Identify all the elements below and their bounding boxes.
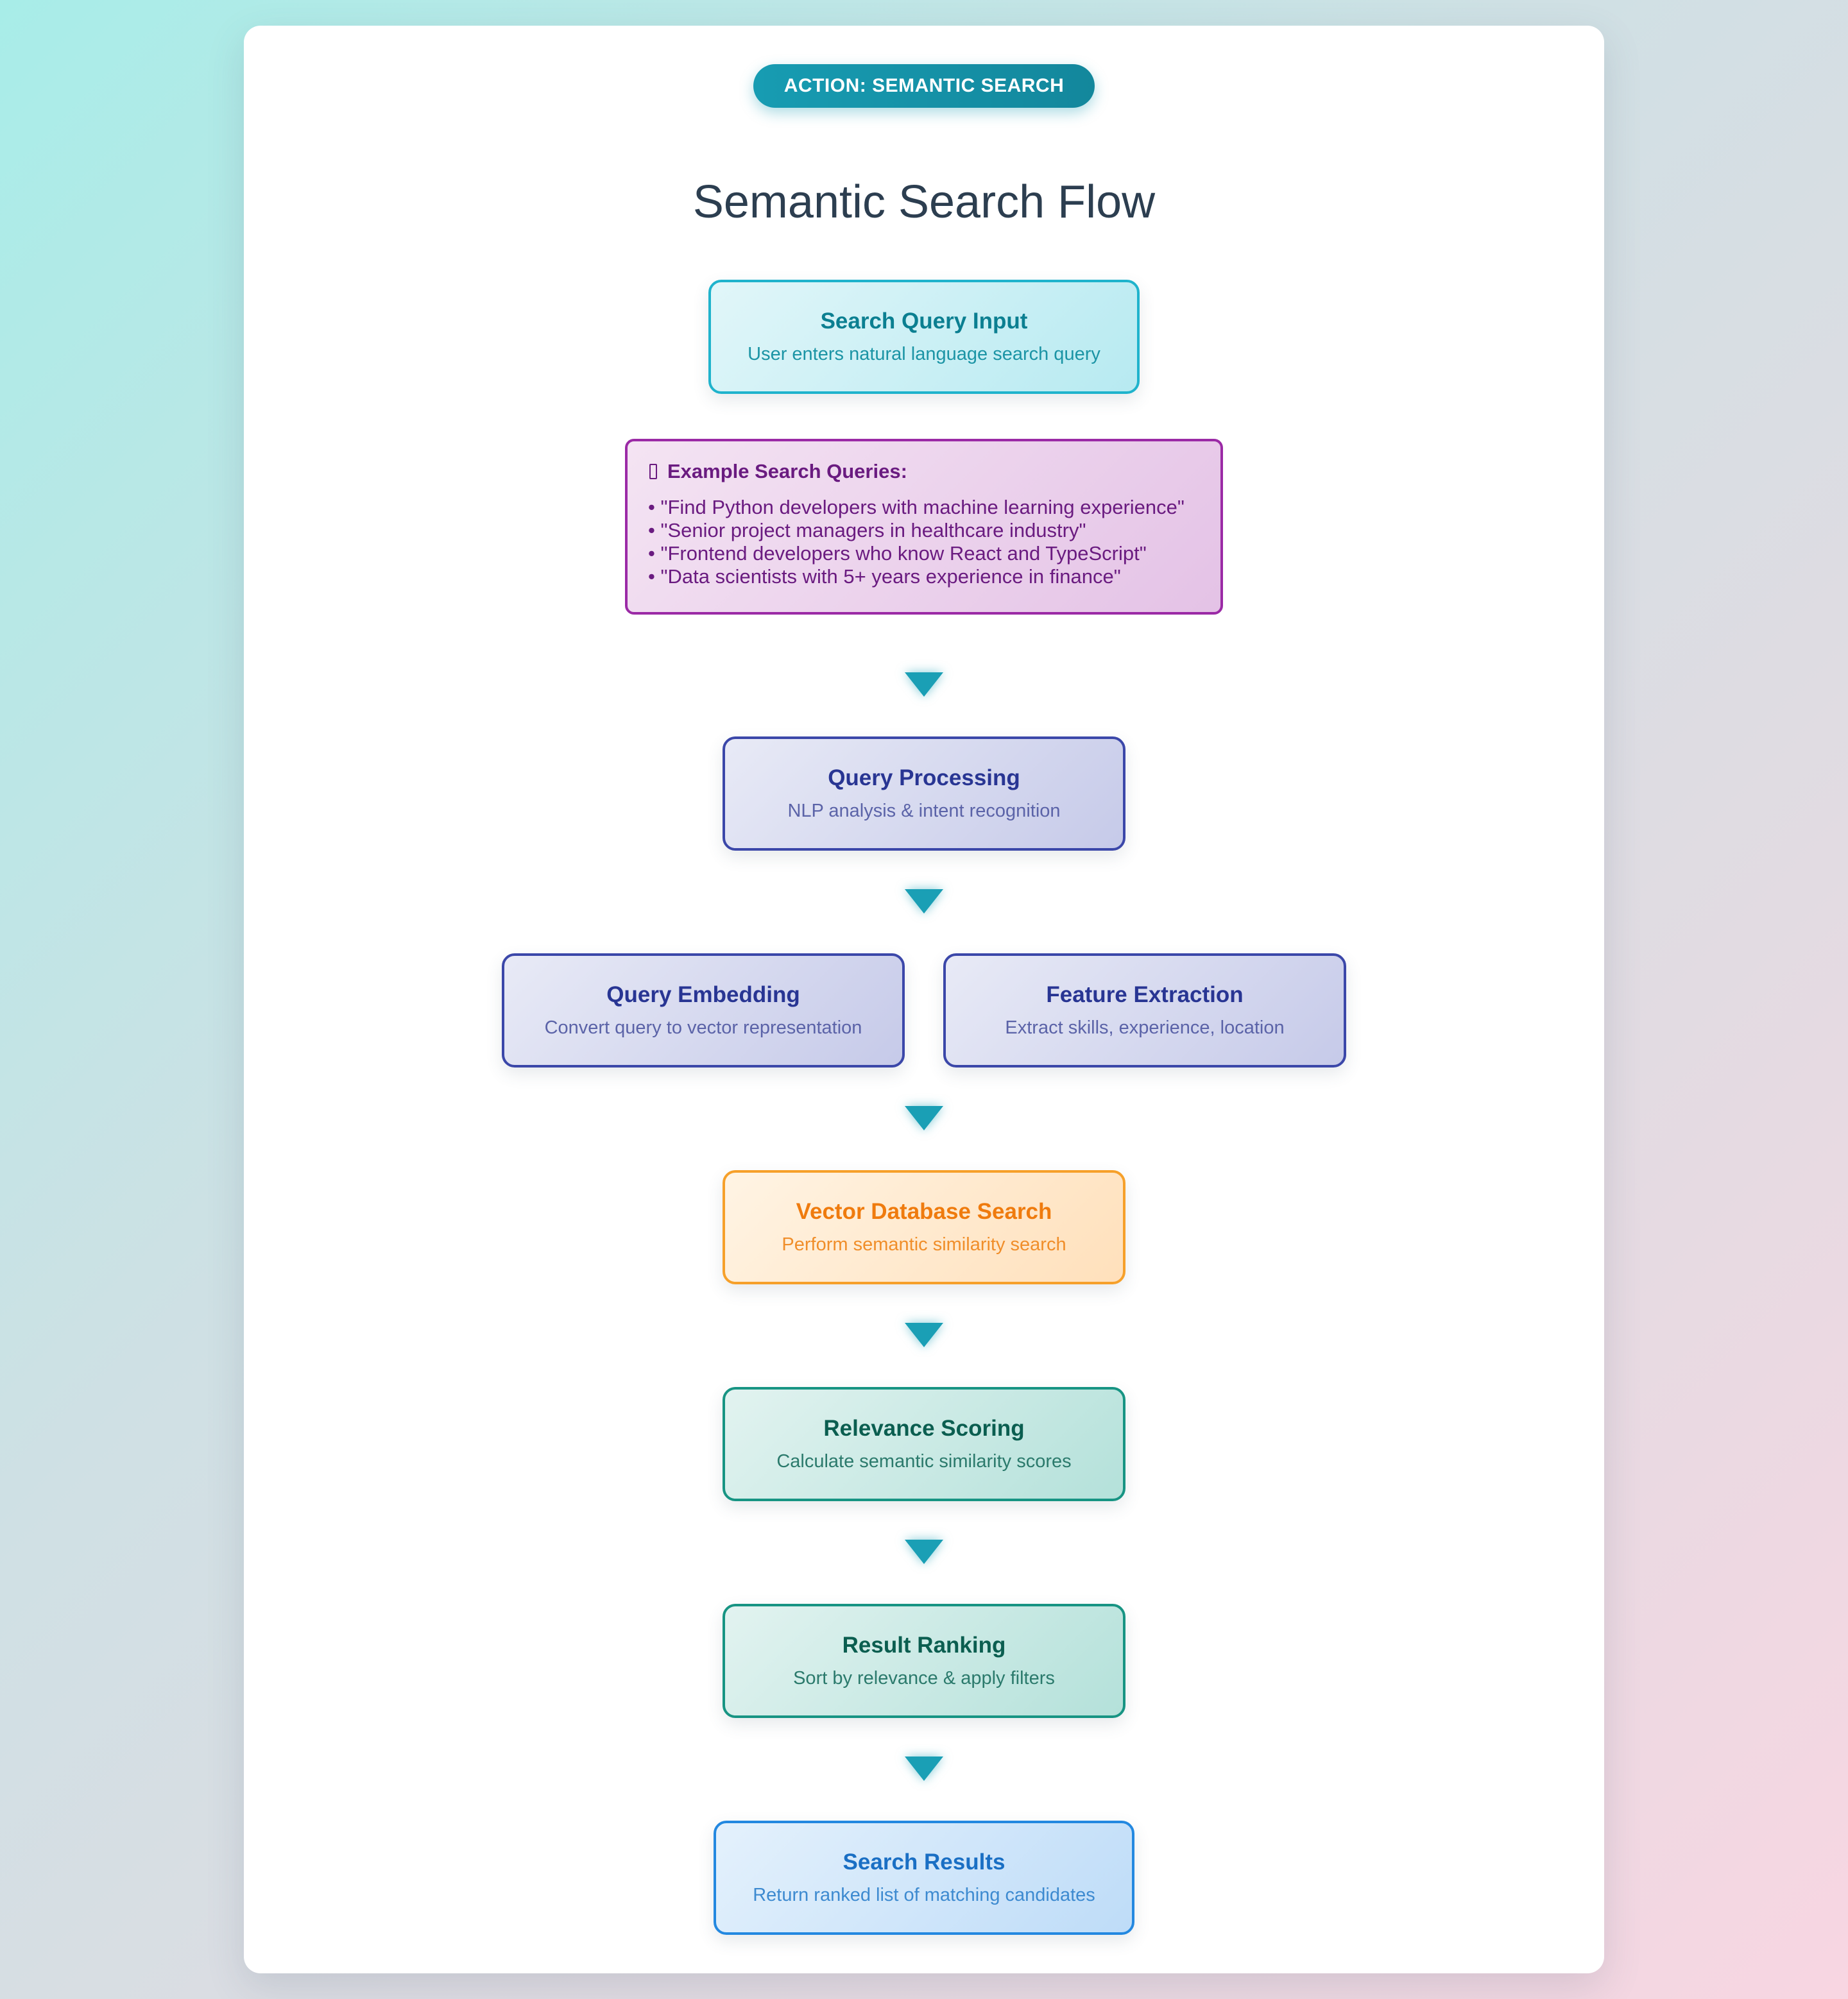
node-description: Sort by relevance & apply filters bbox=[793, 1668, 1055, 1689]
node-title: Result Ranking bbox=[842, 1633, 1006, 1658]
node-title: Feature Extraction bbox=[1046, 982, 1244, 1007]
result-ranking-node: Result Ranking Sort by relevance & apply… bbox=[723, 1604, 1125, 1718]
flow-arrow-icon bbox=[905, 1757, 943, 1781]
node-description: Calculate semantic similarity scores bbox=[776, 1451, 1072, 1472]
node-title: Query Embedding bbox=[606, 982, 800, 1007]
vector-database-search-node: Vector Database Search Perform semantic … bbox=[723, 1170, 1125, 1284]
relevance-scoring-node: Relevance Scoring Calculate semantic sim… bbox=[723, 1387, 1125, 1501]
node-title: Search Results bbox=[843, 1850, 1005, 1875]
action-badge: ACTION: SEMANTIC SEARCH bbox=[753, 64, 1095, 108]
list-item: "Senior project managers in healthcare i… bbox=[648, 519, 1201, 542]
node-description: Extract skills, experience, location bbox=[1005, 1017, 1285, 1038]
example-queries-box: Example Search Queries: "Find Python dev… bbox=[625, 439, 1223, 615]
node-title: Query Processing bbox=[828, 765, 1020, 790]
node-description: Return ranked list of matching candidate… bbox=[753, 1885, 1095, 1905]
flow-arrow-icon bbox=[905, 889, 943, 914]
list-item: "Data scientists with 5+ years experienc… bbox=[648, 565, 1201, 588]
flow-arrow-icon bbox=[905, 1106, 943, 1130]
node-title: Relevance Scoring bbox=[823, 1416, 1025, 1441]
node-description: Convert query to vector representation bbox=[544, 1017, 862, 1038]
list-item: "Frontend developers who know React and … bbox=[648, 542, 1201, 565]
flow-arrow-icon bbox=[905, 1540, 943, 1564]
page-title: Semantic Search Flow bbox=[692, 176, 1156, 228]
node-description: NLP analysis & intent recognition bbox=[787, 801, 1061, 821]
example-queries-list: "Find Python developers with machine lea… bbox=[648, 496, 1201, 588]
feature-extraction-node: Feature Extraction Extract skills, exper… bbox=[943, 953, 1346, 1068]
query-processing-node: Query Processing NLP analysis & intent r… bbox=[723, 736, 1125, 851]
node-title: Search Query Input bbox=[820, 309, 1028, 334]
list-item: "Find Python developers with machine lea… bbox=[648, 496, 1201, 519]
diagram-card: ACTION: SEMANTIC SEARCH Semantic Search … bbox=[244, 26, 1604, 1973]
missing-glyph-icon bbox=[649, 463, 657, 479]
search-query-input-node: Search Query Input User enters natural l… bbox=[708, 280, 1140, 394]
flow-arrow-icon bbox=[905, 672, 943, 697]
flow-arrow-icon bbox=[905, 1323, 943, 1347]
node-title: Vector Database Search bbox=[796, 1199, 1052, 1224]
example-queries-heading: Example Search Queries: bbox=[648, 459, 1201, 483]
node-description: Perform semantic similarity search bbox=[782, 1234, 1066, 1255]
node-description: User enters natural language search quer… bbox=[748, 344, 1100, 364]
search-results-node: Search Results Return ranked list of mat… bbox=[714, 1821, 1134, 1935]
example-queries-title: Example Search Queries: bbox=[667, 460, 907, 482]
query-embedding-node: Query Embedding Convert query to vector … bbox=[502, 953, 905, 1068]
